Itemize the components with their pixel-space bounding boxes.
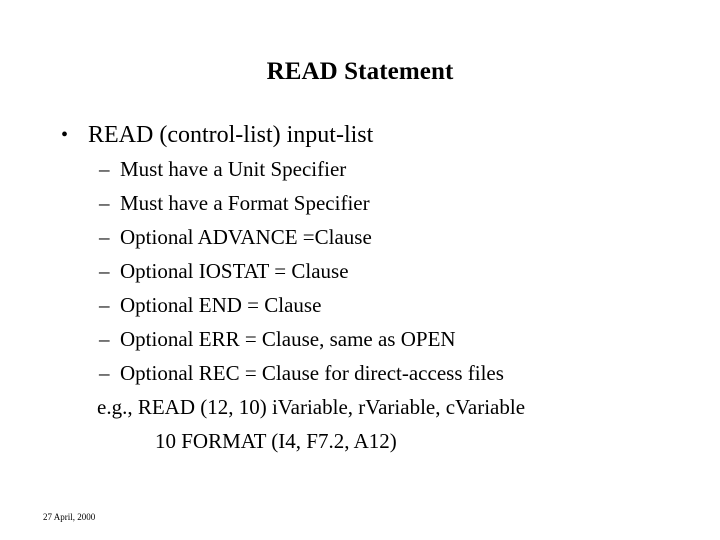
list-item-label: Optional REC = Clause for direct-access … [120, 361, 504, 385]
dash-icon: – [99, 157, 110, 181]
list-item-label: Optional IOSTAT = Clause [120, 259, 349, 283]
page-title: READ Statement [266, 58, 454, 85]
list-item: – Optional REC = Clause for direct-acces… [0, 356, 720, 390]
list-item-label: READ (control-list) input-list [88, 122, 374, 148]
list-item-label: Optional ADVANCE =Clause [120, 225, 372, 249]
list-item-label: Optional ERR = Clause, same as OPEN [120, 327, 456, 351]
dash-icon: – [99, 259, 110, 283]
list-item: – Optional ADVANCE =Clause [0, 220, 720, 254]
list-item: – Must have a Unit Specifier [0, 152, 720, 186]
list-item-label: Optional END = Clause [120, 293, 322, 317]
list-item: – Optional IOSTAT = Clause [0, 254, 720, 288]
list-item: – Optional ERR = Clause, same as OPEN [0, 322, 720, 356]
slide-body: • READ (control-list) input-list – Must … [0, 118, 720, 458]
dash-icon: – [99, 225, 110, 249]
list-item: – Optional END = Clause [0, 288, 720, 322]
dash-icon: – [99, 191, 110, 215]
list-item: – Must have a Format Specifier [0, 186, 720, 220]
code-example-line: e.g., READ (12, 10) iVariable, rVariable… [97, 395, 526, 419]
footer-date: 27 April, 2000 [43, 512, 96, 522]
bullet-dot-icon: • [61, 124, 69, 146]
list-item-label: Must have a Unit Specifier [120, 157, 347, 181]
dash-icon: – [99, 327, 110, 351]
dash-icon: – [99, 361, 110, 385]
list-item-label: Must have a Format Specifier [120, 191, 370, 215]
code-example-line: 10 FORMAT (I4, F7.2, A12) [155, 429, 397, 453]
dash-icon: – [99, 293, 110, 317]
list-item: • READ (control-list) input-list [0, 118, 720, 152]
